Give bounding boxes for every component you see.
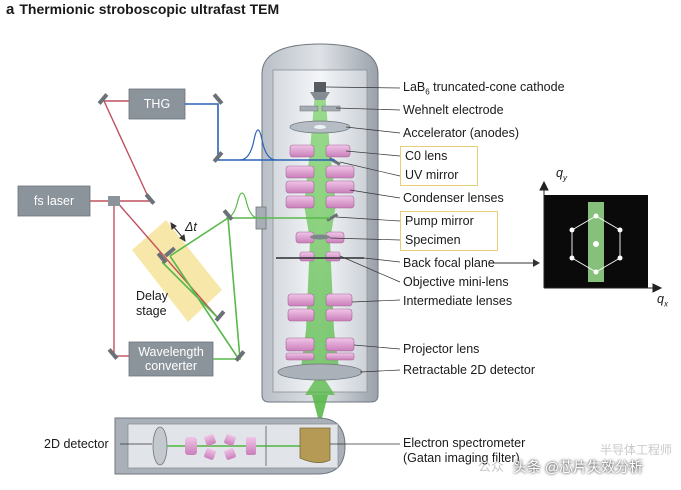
label-specimen: Specimen: [405, 233, 461, 247]
label-projector: Projector lens: [403, 342, 480, 356]
lens-stacks: [285, 144, 355, 361]
label-uv-mirror: UV mirror: [405, 168, 459, 182]
label-retractable: Retractable 2D detector: [403, 363, 536, 377]
delta-t-label: Δt: [185, 220, 197, 234]
wavelength-converter-label: Wavelength converter: [129, 342, 213, 376]
label-spectrometer-line1: Electron spectrometer: [403, 436, 526, 450]
qx-main: q: [657, 292, 664, 306]
panel-letter: a: [6, 1, 15, 18]
green-pulse-shape: [225, 192, 259, 219]
qy-main: q: [556, 166, 563, 180]
highlight-pump-specimen: [400, 211, 498, 251]
label-condenser: Condenser lenses: [403, 191, 504, 205]
back-focal-arrow: [489, 259, 540, 267]
watermark-faint-right: 半导体工程师: [600, 443, 673, 457]
accelerator-anodes: [289, 120, 351, 134]
thg-label: THG: [143, 97, 171, 111]
qy-sub: y: [562, 173, 567, 183]
optical-mirrors: [97, 93, 246, 362]
green-beam: [161, 217, 330, 360]
leader-lines: [120, 86, 401, 445]
red-beam: [90, 100, 219, 357]
qx-sub: x: [663, 299, 668, 309]
fs-laser-label: fs laser: [33, 194, 75, 208]
cathode-assembly: [299, 82, 341, 112]
delay-stage-line1: Delay: [136, 289, 168, 303]
label-back-focal-plane: Back focal plane: [403, 256, 495, 270]
laser-box-fs: [17, 185, 91, 217]
watermark-toutiao: 头条 @芯片失效分析: [513, 459, 644, 475]
specimen-holder: [310, 234, 330, 240]
label-pump-mirror: Pump mirror: [405, 214, 474, 228]
cathode-rest: truncated-cone cathode: [429, 80, 565, 94]
inset-qy-label: qy: [556, 166, 567, 186]
title-text: Thermionic stroboscopic ultrafast TEM: [19, 1, 280, 17]
delay-stage-line2: stage: [136, 304, 167, 318]
label-spectrometer-line2: (Gatan imaging filter): [403, 451, 520, 465]
watermark-faint-left: 公众: [478, 459, 505, 474]
inset-axes: [539, 180, 663, 293]
laser-box-thg: [128, 88, 186, 120]
label-intermediate: Intermediate lenses: [403, 294, 513, 308]
cathode-subscript: 6: [425, 87, 430, 97]
retractable-detector: [277, 363, 363, 381]
cathode-lab: LaB: [403, 80, 426, 94]
label-cathode: LaB6 truncated-cone cathode: [403, 80, 565, 100]
wavelength-converter-line2: converter: [144, 359, 198, 373]
label-wehnelt: Wehnelt electrode: [403, 103, 504, 117]
label-accelerator: Accelerator (anodes): [403, 126, 520, 140]
label-2d-detector: 2D detector: [44, 437, 109, 451]
label-objective: Objective mini-lens: [403, 275, 509, 289]
blue-beam: [185, 103, 335, 161]
spectrometer-assembly: [114, 417, 346, 475]
delta-t-arrow: [170, 222, 186, 242]
wavelength-converter-line1: Wavelength: [138, 345, 204, 359]
label-c0-lens: C0 lens: [405, 149, 448, 163]
blue-pulse-shape: [239, 129, 277, 161]
highlight-c0-uv: [400, 146, 478, 186]
inset-qx-label: qx: [657, 292, 668, 312]
diffraction-inset: [544, 195, 648, 288]
